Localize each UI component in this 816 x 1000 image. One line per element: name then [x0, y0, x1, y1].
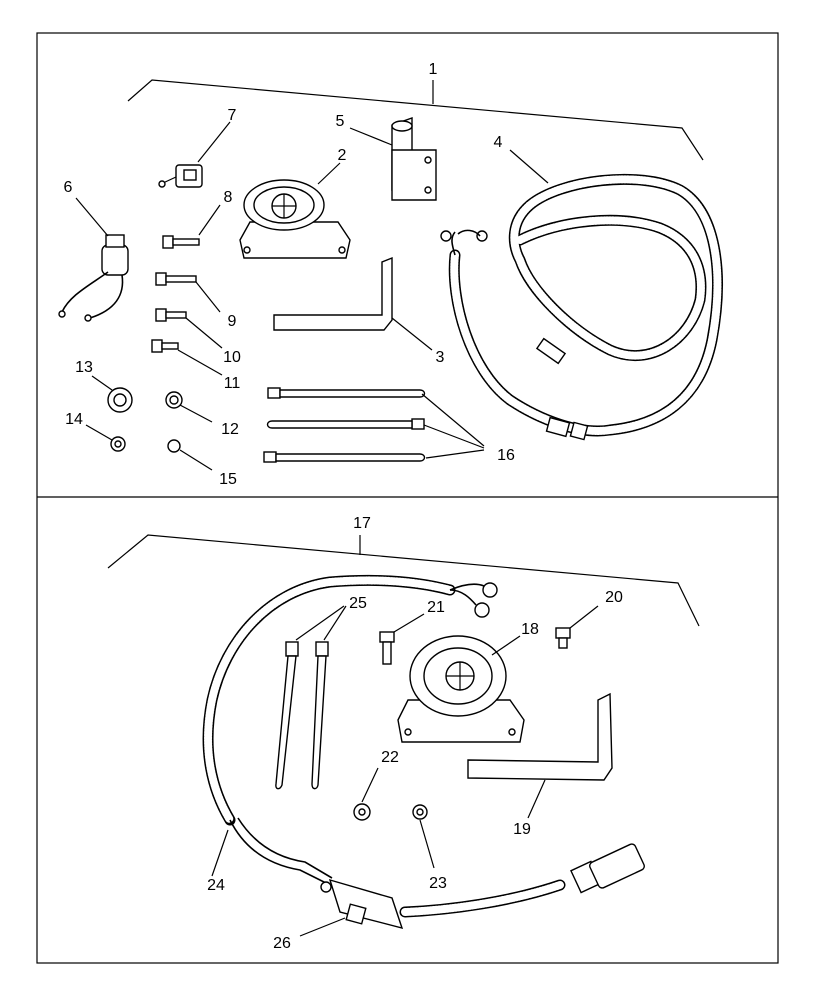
part-8-bolt [162, 204, 221, 249]
part-24-wire-harness [202, 574, 645, 937]
part-21-bolt [379, 613, 425, 665]
part-19-bracket [467, 692, 613, 819]
part-25-cable-ties [275, 605, 347, 790]
part-14-washer [85, 424, 126, 452]
callout-21: 21 [427, 599, 445, 616]
callout-25: 25 [349, 595, 367, 612]
part-16-cable-ties [263, 387, 485, 463]
callout-15: 15 [219, 471, 237, 488]
part-9-bolt [155, 272, 221, 313]
callout-8: 8 [224, 189, 233, 206]
callout-10: 10 [223, 349, 241, 366]
part-23-nut [412, 804, 435, 869]
part-5-bracket [349, 117, 437, 201]
part-15-cap [167, 439, 213, 471]
part-18-backup-alarm [397, 635, 525, 743]
kit-1-bracket-line [127, 79, 704, 161]
callout-16: 16 [497, 447, 515, 464]
part-11-bolt [151, 339, 223, 376]
part-10-bolt [155, 308, 223, 349]
part-13-nut [91, 375, 133, 413]
callout-13: 13 [75, 359, 93, 376]
callout-26: 26 [273, 935, 291, 952]
callout-6: 6 [64, 179, 73, 196]
part-4-wire-harness [440, 149, 723, 441]
callout-4: 4 [494, 134, 503, 151]
callout-1: 1 [429, 61, 438, 78]
callout-2: 2 [338, 147, 347, 164]
part-6-switch [58, 197, 129, 322]
callout-17: 17 [353, 515, 371, 532]
diagram-frame [36, 32, 779, 964]
callout-20: 20 [605, 589, 623, 606]
part-20-bolt [555, 605, 599, 649]
part-7-connector [158, 121, 231, 188]
upper-callouts: 1 2 3 4 5 6 7 8 9 10 11 12 13 14 15 16 [64, 61, 515, 488]
callout-22: 22 [381, 749, 399, 766]
callout-24: 24 [207, 877, 225, 894]
callout-5: 5 [336, 113, 345, 130]
callout-12: 12 [221, 421, 239, 438]
callout-11: 11 [224, 375, 241, 392]
part-3-bracket [273, 256, 433, 351]
callout-14: 14 [65, 411, 83, 428]
lower-callouts: 17 18 19 20 21 22 23 24 25 26 [207, 515, 623, 952]
callout-3: 3 [436, 349, 445, 366]
kit-17-bracket-line [107, 534, 700, 627]
part-22-washer [353, 767, 379, 821]
part-2-backup-alarm [239, 162, 351, 259]
part-12-nut [165, 391, 213, 423]
callout-23: 23 [429, 875, 447, 892]
callout-19: 19 [513, 821, 531, 838]
callout-18: 18 [521, 621, 539, 638]
callout-7: 7 [228, 107, 237, 124]
callout-9: 9 [228, 313, 237, 330]
